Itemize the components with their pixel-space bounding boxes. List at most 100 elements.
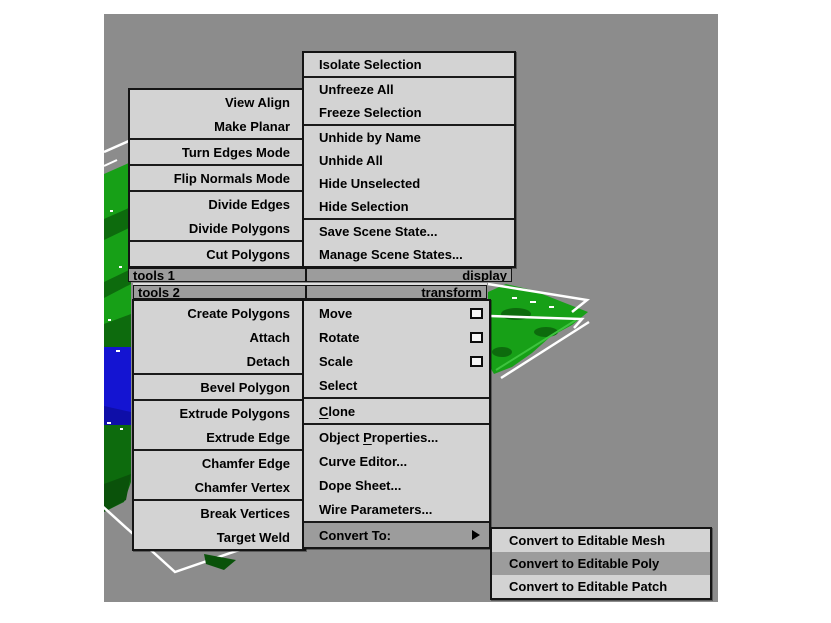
menu-item-clone[interactable]: Clone (304, 399, 489, 423)
menu-item-break-vertices[interactable]: Break Vertices (134, 501, 304, 525)
terrain-shadow (534, 327, 558, 337)
terrain-blob (204, 554, 236, 570)
menu-item-label: Unfreeze All (319, 82, 394, 97)
menu-item-label: Manage Scene States... (319, 247, 463, 262)
menu-section: Turn Edges Mode (130, 138, 304, 164)
menu-item-label: Convert To: (319, 527, 391, 543)
menu-item-label: Bevel Polygon (200, 379, 290, 395)
menu-item-label: Chamfer Vertex (194, 479, 290, 495)
menu-item-select[interactable]: Select (304, 373, 489, 397)
quad-title-transform[interactable]: transform (421, 286, 482, 298)
menu-item-label: Chamfer Edge (201, 455, 290, 471)
menu-item-label: Convert to Editable Poly (509, 556, 660, 571)
menu-item-convert-to-editable-poly[interactable]: Convert to Editable Poly (492, 552, 710, 575)
menu-section: Bevel Polygon (134, 373, 304, 399)
settings-box-icon[interactable] (470, 307, 483, 319)
menu-item-label: Extrude Polygons (179, 405, 290, 421)
menu-item-unhide-by-name[interactable]: Unhide by Name (304, 126, 514, 149)
wireframe-line (104, 159, 118, 167)
menu-item-move[interactable]: Move (304, 301, 489, 325)
quad-title-display[interactable]: display (462, 269, 507, 281)
menu-item-label: Wire Parameters... (319, 501, 433, 517)
menu-item-label: Convert to Editable Patch (509, 579, 668, 594)
menu-item-label: Convert to Editable Mesh (509, 533, 666, 548)
menu-item-hide-selection[interactable]: Hide Selection (304, 195, 514, 218)
menu-section: Convert To: (304, 521, 489, 547)
menu-item-convert-to-editable-patch[interactable]: Convert to Editable Patch (492, 575, 710, 598)
menu-item-rotate[interactable]: Rotate (304, 325, 489, 349)
terrain-left (104, 138, 132, 512)
menu-section: Cut Polygons (130, 240, 304, 266)
menu-item-dope-sheet[interactable]: Dope Sheet... (304, 473, 489, 497)
menu-item-object-properties[interactable]: Object Properties... (304, 425, 489, 449)
menu-item-label: Make Planar (214, 118, 290, 134)
menu-item-freeze-selection[interactable]: Freeze Selection (304, 101, 514, 124)
menu-item-label: Divide Edges (208, 196, 290, 212)
menu-item-label: Hide Unselected (319, 176, 421, 191)
menu-item-manage-scene-states[interactable]: Manage Scene States... (304, 243, 514, 266)
menu-item-label: Curve Editor... (319, 453, 408, 469)
menu-item-flip-normals-mode[interactable]: Flip Normals Mode (130, 166, 304, 190)
menu-item-convert-to-editable-mesh[interactable]: Convert to Editable Mesh (492, 529, 710, 552)
menu-item-unhide-all[interactable]: Unhide All (304, 149, 514, 172)
quad-title-tools2[interactable]: tools 2 (134, 286, 307, 298)
menu-item-label: Isolate Selection (319, 57, 422, 72)
terrain-shadow (104, 314, 131, 347)
menu-item-create-polygons[interactable]: Create Polygons (134, 301, 304, 325)
menu-item-scale[interactable]: Scale (304, 349, 489, 373)
terrain-highlight-edge (495, 319, 577, 371)
menu-item-extrude-polygons[interactable]: Extrude Polygons (134, 401, 304, 425)
water-shadow (104, 406, 131, 425)
menu-item-isolate-selection[interactable]: Isolate Selection (304, 53, 514, 76)
menu-item-convert-to[interactable]: Convert To: (304, 523, 489, 547)
submenu-arrow-icon (472, 530, 480, 540)
menu-item-extrude-edge[interactable]: Extrude Edge (134, 425, 304, 449)
menu-item-turn-edges-mode[interactable]: Turn Edges Mode (130, 140, 304, 164)
quad-title-tools1[interactable]: tools 1 (129, 269, 307, 281)
menu-item-detach[interactable]: Detach (134, 349, 304, 373)
menu-item-label: Break Vertices (200, 505, 290, 521)
menu-item-make-planar[interactable]: Make Planar (130, 114, 304, 138)
terrain-shadow (492, 347, 512, 357)
menu-item-chamfer-edge[interactable]: Chamfer Edge (134, 451, 304, 475)
menu-item-label: Scale (319, 353, 353, 369)
menu-item-label: Select (319, 377, 358, 393)
menu-item-label: View Align (224, 94, 290, 110)
menu-item-attach[interactable]: Attach (134, 325, 304, 349)
menu-item-divide-polygons[interactable]: Divide Polygons (130, 216, 304, 240)
wireframe-line (500, 320, 590, 380)
settings-box-icon[interactable] (470, 355, 483, 367)
settings-box-icon[interactable] (470, 331, 483, 343)
menu-section: Flip Normals Mode (130, 164, 304, 190)
menu-item-label: Unhide All (319, 153, 383, 168)
menu-section: Save Scene State... Manage Scene States..… (304, 218, 514, 266)
menu-section: Object Properties... Curve Editor... Dope … (304, 423, 489, 521)
menu-item-bevel-polygon[interactable]: Bevel Polygon (134, 375, 304, 399)
menu-item-label: Divide Polygons (188, 220, 290, 236)
terrain-speckles (107, 210, 123, 430)
menu-section: Clone (304, 397, 489, 423)
menu-item-chamfer-vertex[interactable]: Chamfer Vertex (134, 475, 304, 499)
menu-item-label: Object Properties... (319, 429, 439, 445)
menu-item-target-weld[interactable]: Target Weld (134, 525, 304, 549)
menu-item-view-align[interactable]: View Align (130, 90, 304, 114)
terrain-right (487, 282, 590, 380)
menu-item-wire-parameters[interactable]: Wire Parameters... (304, 497, 489, 521)
menu-item-curve-editor[interactable]: Curve Editor... (304, 449, 489, 473)
menu-item-label: Attach (249, 329, 290, 345)
menu-item-cut-polygons[interactable]: Cut Polygons (130, 242, 304, 266)
menu-item-hide-unselected[interactable]: Hide Unselected (304, 172, 514, 195)
menu-item-unfreeze-all[interactable]: Unfreeze All (304, 78, 514, 101)
menu-item-save-scene-state[interactable]: Save Scene State... (304, 220, 514, 243)
menu-item-divide-edges[interactable]: Divide Edges (130, 192, 304, 216)
menu-item-label: Rotate (319, 329, 360, 345)
